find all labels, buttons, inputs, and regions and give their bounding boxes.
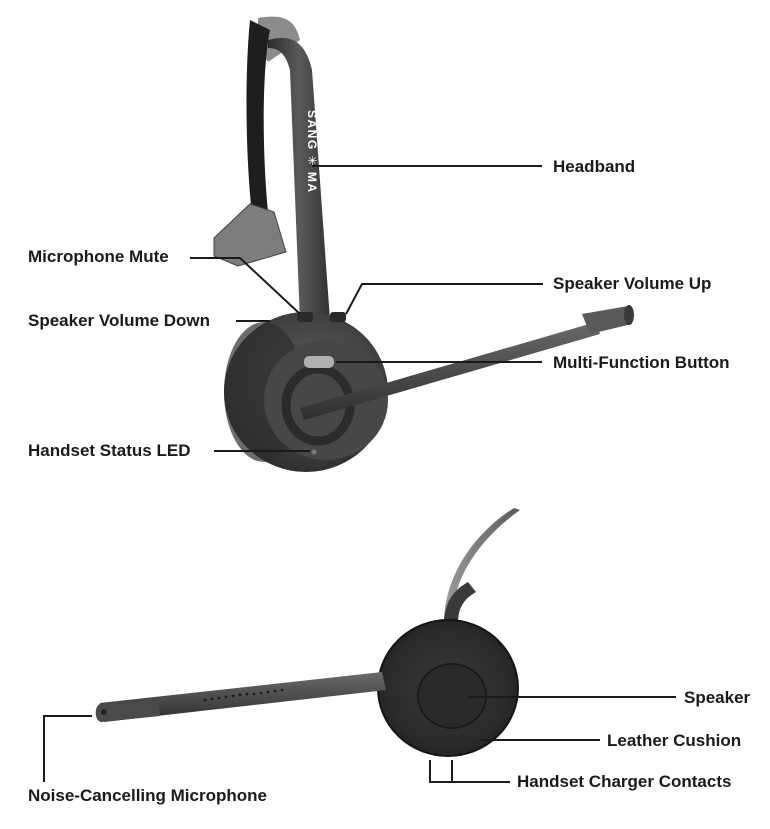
boom-arm-bottom (100, 672, 386, 722)
label-microphone-mute: Microphone Mute (28, 247, 169, 266)
status-led-dot (311, 449, 317, 455)
headband-rear-strip (246, 20, 270, 215)
label-multi-function-button: Multi-Function Button (553, 353, 730, 372)
label-speaker-volume-up: Speaker Volume Up (553, 274, 712, 293)
bottom-headset (95, 508, 520, 757)
temple-pad (213, 203, 287, 267)
label-speaker-volume-down: Speaker Volume Down (28, 311, 211, 330)
mic-opening-dot (101, 709, 107, 715)
label-headband: Headband (553, 157, 636, 176)
boom-arm-top (300, 322, 600, 420)
svg-text:SANG ✳ MA: SANG ✳ MA (305, 110, 319, 194)
leader-lines (43, 165, 676, 783)
brand-text-right: MA (305, 172, 319, 194)
label-leather-cushion: Leather Cushion (607, 731, 742, 750)
label-noise-cancelling-microphone: Noise-Cancelling Microphone (28, 786, 267, 805)
brand-text-left: SANG (305, 110, 319, 151)
label-handset-charger-contacts: Handset Charger Contacts (517, 772, 732, 791)
top-headset: SANG ✳ MA (213, 16, 634, 472)
label-handset-status-led: Handset Status LED (28, 441, 191, 460)
label-speaker: Speaker (684, 688, 751, 707)
multi-function-button-shape (304, 356, 334, 368)
headband-front (268, 37, 330, 323)
brand-logo-icon: ✳ (305, 156, 319, 168)
